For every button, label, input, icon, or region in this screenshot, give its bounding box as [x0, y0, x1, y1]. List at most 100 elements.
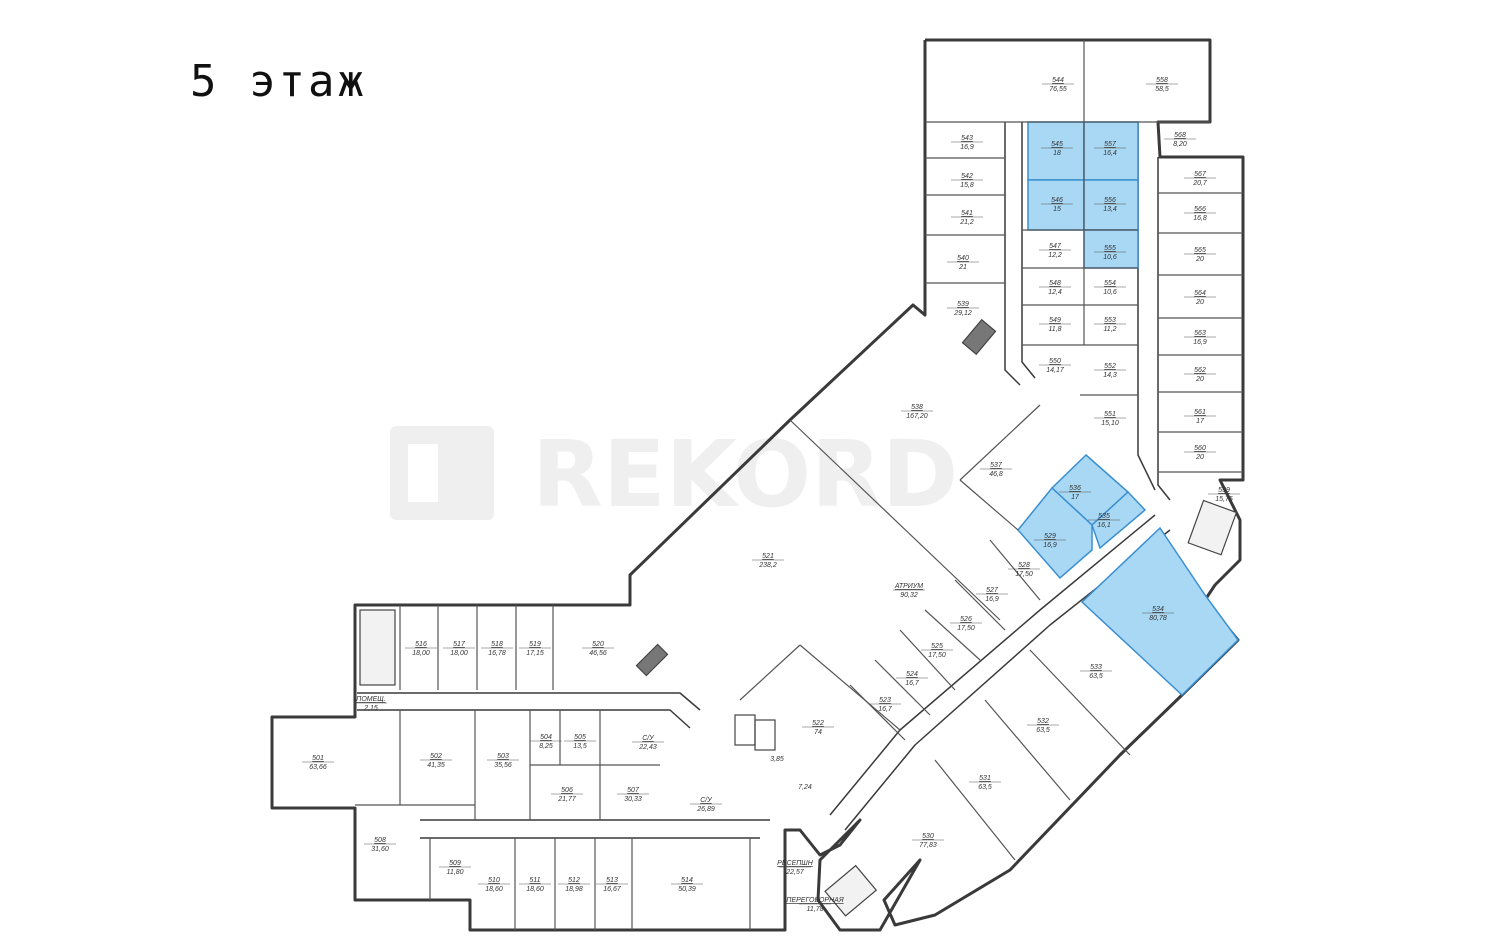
room-number: 562 — [1194, 367, 1206, 374]
room-area: 22,43 — [638, 744, 657, 751]
room-557-fill[interactable] — [1083, 121, 1139, 181]
room-label[interactable]: 537 46,8 — [980, 462, 1012, 478]
room-area: 17,15 — [526, 650, 544, 657]
room-number: 535 — [1098, 513, 1110, 520]
room-546-fill[interactable] — [1027, 179, 1085, 231]
room-534-fill[interactable] — [1080, 526, 1239, 697]
room-556-fill[interactable] — [1083, 179, 1139, 231]
room-label[interactable]: 7,24 — [798, 784, 812, 791]
room-529-fill[interactable] — [1017, 486, 1093, 580]
room-area: 46,8 — [989, 471, 1003, 478]
room-label[interactable]: 555 10,6 — [1094, 245, 1126, 261]
room-number: 555 — [1104, 245, 1116, 252]
room-label[interactable]: С/У22,43 — [632, 735, 664, 751]
room-area: 63,5 — [1089, 673, 1103, 680]
room-number: 510 — [488, 877, 500, 884]
room-label[interactable]: 519 17,15 — [519, 641, 551, 657]
room-area: 18,00 — [450, 650, 468, 657]
room-label[interactable]: 535 16,1 — [1088, 513, 1120, 529]
room-area: 16,1 — [1097, 522, 1111, 529]
stairwell-northeast — [1187, 499, 1238, 556]
room-label[interactable]: С/У26,89 — [690, 797, 722, 813]
room-number: 527 — [986, 587, 999, 594]
room-area: 10,6 — [1103, 254, 1117, 261]
room-label[interactable]: 3,85 — [770, 756, 784, 763]
room-number: 519 — [529, 641, 541, 648]
room-number: 516 — [415, 641, 427, 648]
room-number: 537 — [990, 462, 1003, 469]
room-area: 18,60 — [526, 886, 544, 893]
room-label[interactable]: ПОМЕЩ.2,15 — [355, 696, 387, 712]
room-area: 63,5 — [1036, 727, 1050, 734]
room-number: 550 — [1049, 358, 1061, 365]
room-area: 16,7 — [878, 706, 893, 713]
